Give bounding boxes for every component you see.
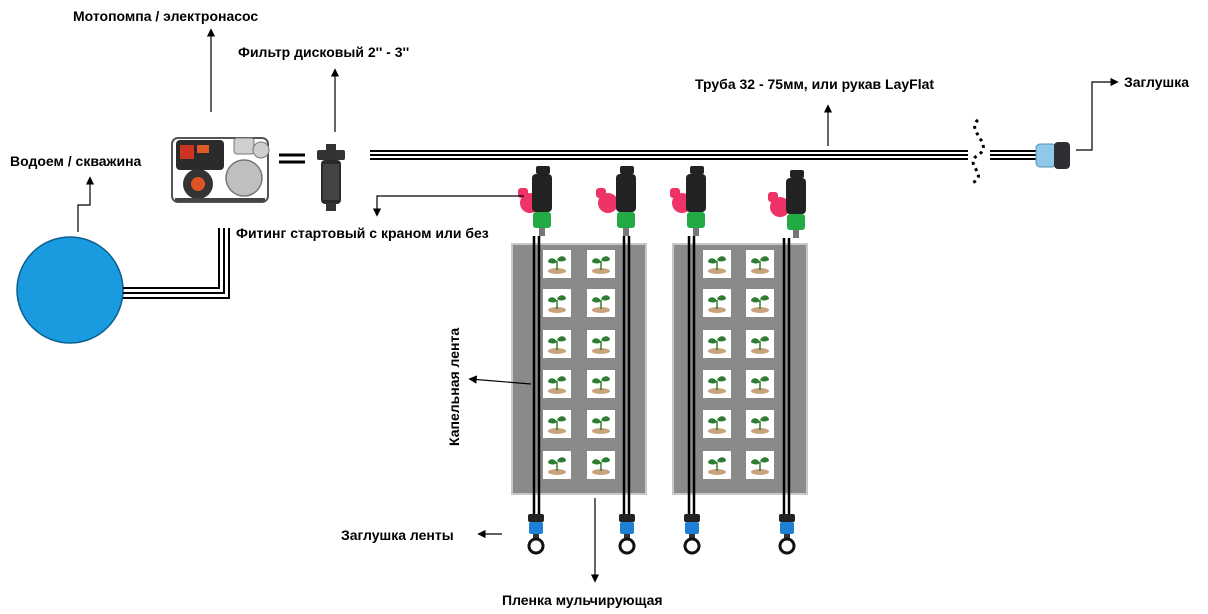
label-source: Водоем / скважина	[10, 153, 142, 169]
label-fitting: Фитинг стартовый с краном или без	[236, 225, 489, 241]
seedling-icon	[587, 330, 615, 358]
seedling-icon	[703, 451, 731, 479]
arrow-source	[77, 176, 95, 232]
tape-plug-icon-1	[527, 514, 545, 555]
filter-icon	[317, 144, 345, 211]
pump-icon	[171, 137, 270, 203]
pump-filter-pipe	[279, 153, 305, 164]
fitting-icon-1	[518, 166, 552, 236]
seedling-icon	[543, 330, 571, 358]
seedling-icon	[543, 289, 571, 317]
plant-grid	[543, 250, 774, 479]
drip-tape-2	[622, 236, 631, 514]
tape-plug-icon-2	[618, 514, 636, 555]
label-end-plug: Заглушка	[1124, 74, 1189, 90]
seedling-icon	[703, 330, 731, 358]
drip-tape-1	[532, 236, 541, 514]
label-tape-plug: Заглушка ленты	[341, 527, 454, 543]
seedling-icon	[587, 250, 615, 278]
seedling-icon	[587, 451, 615, 479]
seedling-icon	[703, 410, 731, 438]
main-pipe	[370, 150, 1038, 160]
seedling-icon	[746, 370, 774, 398]
callout-arrows	[77, 28, 1119, 583]
seedling-icon	[587, 289, 615, 317]
pipe-break-symbol	[969, 118, 985, 186]
tape-plug-icon-4	[778, 514, 796, 555]
water-source-circle	[16, 236, 124, 344]
seedling-icon	[587, 410, 615, 438]
end-plug-icon	[1035, 142, 1070, 169]
seedling-icon	[703, 250, 731, 278]
label-pipe: Труба 32 - 75мм, или рукав LayFlat	[695, 76, 934, 92]
arrow-end-plug	[1076, 77, 1119, 151]
fitting-icon-2	[596, 166, 636, 236]
seedling-icon	[703, 289, 731, 317]
mulch-film-1	[511, 243, 647, 495]
fitting-icon-3	[670, 166, 706, 236]
label-drip-tape: Капельная лента	[446, 328, 462, 446]
seedling-icon	[746, 451, 774, 479]
seedling-icon	[543, 451, 571, 479]
seedling-icon	[703, 370, 731, 398]
seedling-icon	[746, 289, 774, 317]
drip-tape-4	[782, 238, 791, 514]
seedling-icon	[543, 250, 571, 278]
drip-tape-3	[687, 236, 696, 514]
label-pump: Мотопомпа / электронасос	[73, 8, 258, 24]
tape-plug-icon-3	[683, 514, 701, 555]
fitting-icon-4	[768, 170, 806, 238]
arrow-drip-tape	[468, 375, 532, 385]
seedling-icon	[746, 330, 774, 358]
seedling-icon	[746, 410, 774, 438]
seedling-icon	[587, 370, 615, 398]
label-filter: Фильтр дисковый 2'' - 3''	[238, 44, 409, 60]
label-mulch-film: Пленка мульчирующая	[502, 592, 663, 608]
seedling-icon	[543, 370, 571, 398]
seedling-icon	[746, 250, 774, 278]
arrow-fitting	[372, 195, 524, 217]
suction-pipe	[123, 228, 230, 299]
seedling-icon	[543, 410, 571, 438]
